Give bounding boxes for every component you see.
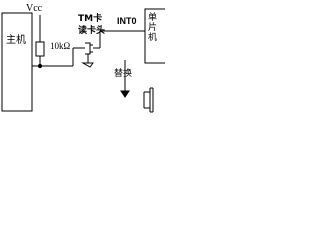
replacement-reader — [143, 87, 154, 113]
mcu-label: 单片机 — [148, 13, 158, 43]
host-label: 主机 — [6, 35, 26, 46]
ground-icon — [81, 62, 94, 68]
int0-label: INT0 — [117, 16, 137, 26]
mcu-box — [144, 8, 165, 64]
replace-label: 替换 — [114, 69, 133, 79]
tm-reader-head — [85, 42, 93, 55]
tm-card-label: TM卡 — [78, 14, 103, 24]
resistor-label: 10kΩ — [50, 41, 71, 51]
pullup-resistor — [35, 41, 45, 57]
circuit-diagram — [1, 8, 165, 113]
vcc-label: Vcc — [26, 3, 43, 14]
host-box — [1, 12, 33, 112]
replace-arrow-icon — [120, 90, 130, 98]
card-reader-label: 读卡头 — [78, 26, 106, 36]
